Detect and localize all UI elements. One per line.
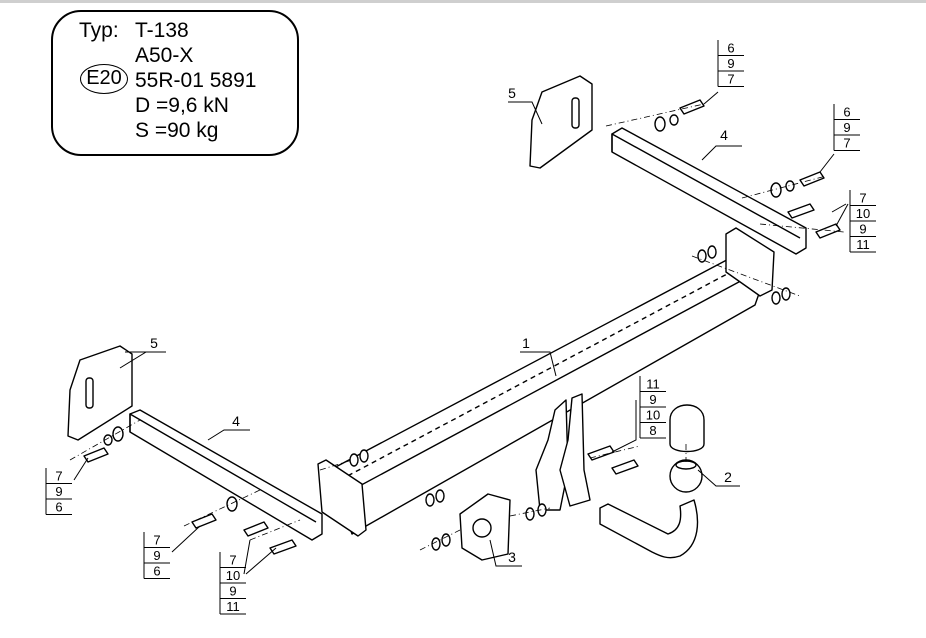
- part-number-left-a: 9: [55, 484, 62, 499]
- callout-part-5-lower: 5: [150, 335, 158, 351]
- reinforcement-plate-upper: [529, 75, 593, 169]
- part-number-right: 11: [856, 237, 870, 252]
- part-number-left-b: 7: [153, 533, 160, 548]
- ball-mount-bracket-b: [559, 393, 591, 507]
- top-border: [0, 0, 926, 3]
- callout-part-1: 1: [522, 335, 530, 351]
- part-number-left-c: 11: [226, 599, 240, 614]
- part-number-right: 10: [856, 206, 870, 221]
- part-number-top-b: 7: [843, 136, 850, 151]
- ball-cap: [669, 404, 705, 453]
- callout-part-5-upper: 5: [508, 85, 516, 101]
- part-number-ball: 10: [646, 408, 660, 423]
- reinforcement-plate-lower: [67, 345, 133, 441]
- part-number-left-a: 6: [55, 500, 62, 515]
- part-number-left-c: 10: [226, 568, 240, 583]
- part-number-left-c: 7: [229, 553, 236, 568]
- callout-part-4-lower: 4: [232, 413, 240, 429]
- callout-part-3: 3: [508, 549, 516, 565]
- callout-part-2: 2: [724, 469, 732, 485]
- spec-box: [51, 10, 299, 156]
- approval-mark: E20: [80, 64, 128, 94]
- type-code: T-138: [135, 19, 189, 42]
- part-number-top-b: 6: [843, 105, 850, 120]
- part-number-right: 7: [859, 191, 866, 206]
- part-number-right: 9: [859, 222, 866, 237]
- part-number-top-a: 9: [727, 56, 734, 71]
- part-number-top-b: 9: [843, 120, 850, 135]
- beam-end-plate-left: [317, 459, 367, 537]
- part-number-top-a: 6: [727, 41, 734, 56]
- ball-mount-bracket-a: [535, 399, 569, 511]
- part-number-top-a: 7: [727, 72, 734, 87]
- part-number-ball: 11: [646, 377, 660, 392]
- callout-part-4-upper: 4: [720, 127, 728, 143]
- approval-number: 55R-01 5891: [135, 69, 257, 92]
- d-value: D =9,6 kN: [135, 94, 229, 117]
- part-number-left-c: 9: [229, 584, 236, 599]
- part-number-ball: 9: [649, 392, 656, 407]
- s-value: S =90 kg: [135, 119, 219, 142]
- part-number-left-a: 7: [55, 469, 62, 484]
- typ-label: Typ:: [79, 19, 119, 42]
- bolts: [83, 99, 841, 555]
- tow-ball-arm: [599, 499, 699, 559]
- beam-end-plate-right: [725, 227, 775, 297]
- part-number-left-b: 6: [153, 564, 160, 579]
- part-number-left-b: 9: [153, 548, 160, 563]
- part-number-ball: 8: [649, 423, 656, 438]
- model-code: A50-X: [135, 44, 194, 67]
